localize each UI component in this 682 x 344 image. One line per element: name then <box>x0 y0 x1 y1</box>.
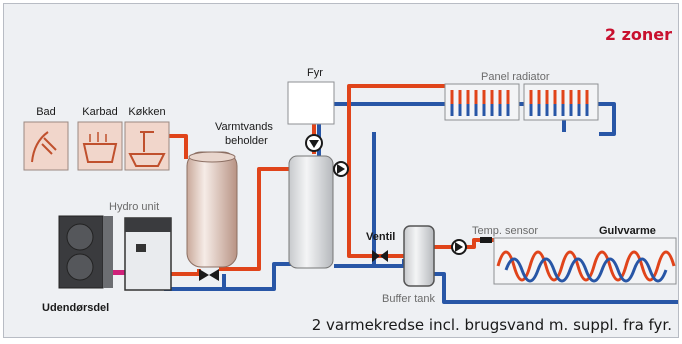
label-fyr: Fyr <box>307 67 323 79</box>
pump-icon <box>451 239 467 255</box>
label-udendorsdel: Udendørsdel <box>42 302 109 314</box>
label-panel-radiator: Panel radiator <box>481 71 550 83</box>
label-ventil: Ventil <box>366 231 395 243</box>
valve-icon <box>372 250 388 262</box>
label-temp-sensor: Temp. sensor <box>472 225 538 237</box>
label-kokken: Køkken <box>128 106 165 118</box>
fixtures <box>23 121 170 171</box>
floor-heating-icon <box>493 237 677 285</box>
hot-water-tank-icon <box>186 151 238 268</box>
buffer-tank-icon <box>403 225 435 287</box>
hydro-unit-icon <box>124 217 172 291</box>
valve-icon <box>199 269 219 281</box>
temp-sensor-icon <box>480 237 492 243</box>
label-hydro-unit: Hydro unit <box>109 201 159 213</box>
label-karbad: Karbad <box>82 106 117 118</box>
label-bad: Bad <box>36 106 56 118</box>
pink-connector <box>113 270 125 275</box>
diagram-title: 2 zoner <box>605 25 672 44</box>
label-varmtvand-2: beholder <box>225 135 268 147</box>
shower-icon <box>23 121 69 171</box>
panel-radiator-icon <box>444 83 599 121</box>
label-varmtvand-1: Varmtvands <box>215 121 273 133</box>
boiler-icon <box>287 81 335 125</box>
diagram-frame: 2 zoner Bad Karbad Køkken Varmtvands beh… <box>3 3 679 338</box>
kitchen-sink-icon <box>124 121 170 171</box>
label-gulvvarme: Gulvvarme <box>599 225 656 237</box>
outdoor-unit-icon <box>58 215 113 289</box>
heat-exchanger-cylinder <box>288 155 334 269</box>
label-buffer-tank: Buffer tank <box>382 293 435 305</box>
diagram-caption: 2 varmekredse incl. brugsvand m. suppl. … <box>312 316 672 334</box>
pump-icon <box>333 161 349 177</box>
heating-diagram: 2 zoner Bad Karbad Køkken Varmtvands beh… <box>23 25 678 334</box>
pump-icon <box>305 134 323 152</box>
